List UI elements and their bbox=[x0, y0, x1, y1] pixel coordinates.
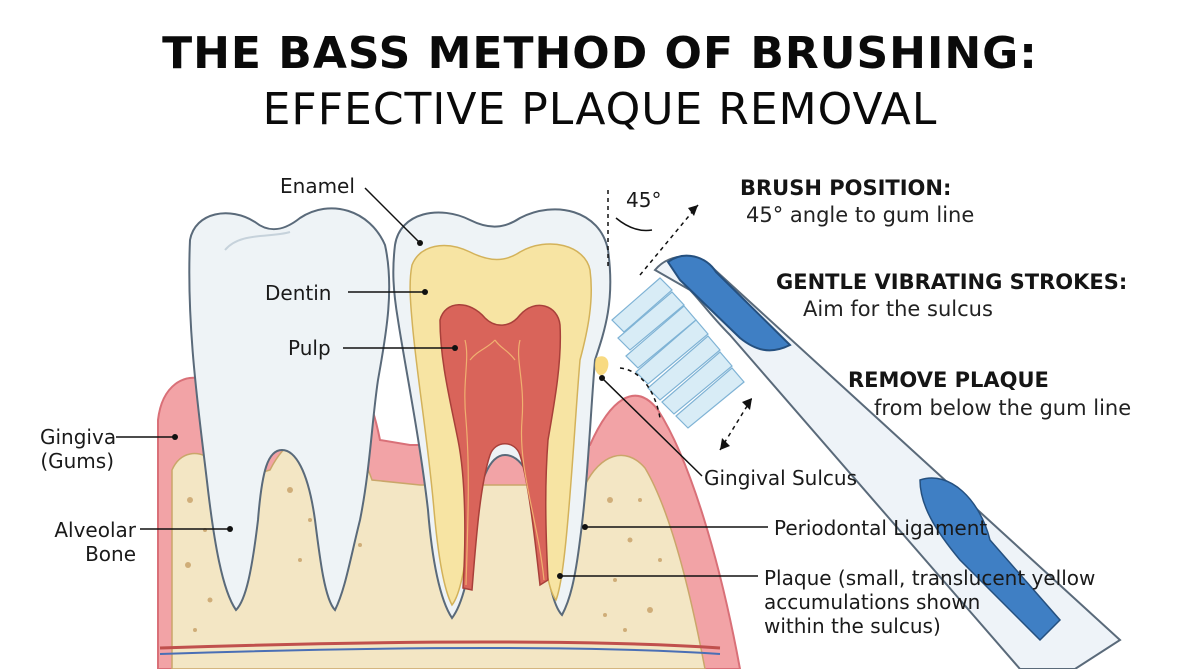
blood-vessel bbox=[159, 640, 721, 650]
pulp-vessels bbox=[464, 339, 545, 586]
bristles bbox=[611, 277, 745, 429]
label-periodontal-ligament: Periodontal Ligament bbox=[774, 516, 988, 540]
nerve-line bbox=[159, 647, 721, 655]
label-plaque-line3: within the sulcus) bbox=[764, 614, 941, 638]
brush-axis-line bbox=[639, 204, 699, 276]
toothbrush bbox=[611, 254, 1122, 669]
step-3-heading: REMOVE PLAQUE bbox=[848, 368, 1049, 392]
label-gingiva: Gingiva (Gums) bbox=[40, 425, 117, 473]
step-1-text: 45° angle to gum line bbox=[746, 203, 975, 227]
label-alveolar-bone: Alveolar Bone bbox=[40, 518, 136, 566]
pulp bbox=[439, 304, 562, 591]
label-gingiva-line2: (Gums) bbox=[40, 449, 114, 473]
label-alveolar-line1: Alveolar bbox=[54, 518, 136, 542]
plaque bbox=[594, 356, 609, 376]
label-dentin: Dentin bbox=[265, 281, 332, 305]
step-2-text: Aim for the sulcus bbox=[803, 297, 993, 321]
label-enamel: Enamel bbox=[280, 174, 355, 198]
label-gingival-sulcus: Gingival Sulcus bbox=[704, 466, 858, 490]
arrow-head bbox=[688, 205, 698, 216]
step-2-heading: GENTLE VIBRATING STROKES: bbox=[776, 270, 1128, 294]
label-pulp: Pulp bbox=[288, 336, 331, 360]
angle-label: 45° bbox=[626, 188, 662, 212]
stroke-arrow-head-down bbox=[720, 438, 730, 450]
label-alveolar-line2: Bone bbox=[85, 542, 136, 566]
step-3-text: from below the gum line bbox=[874, 396, 1132, 420]
leader-lines bbox=[116, 187, 768, 577]
label-plaque: Plaque (small, translucent yellow accumu… bbox=[764, 566, 1095, 638]
leader-dots bbox=[172, 240, 605, 579]
title-line-2: EFFECTIVE PLAQUE REMOVAL bbox=[262, 84, 938, 135]
stroke-arrow-head-up bbox=[742, 398, 752, 410]
left-tooth bbox=[188, 207, 391, 612]
label-plaque-line1: Plaque (small, translucent yellow bbox=[764, 566, 1096, 590]
step-1-heading: BRUSH POSITION: bbox=[740, 176, 952, 200]
angle-arc bbox=[615, 217, 653, 232]
label-gingiva-line1: Gingiva bbox=[40, 425, 117, 449]
enamel-highlight bbox=[224, 231, 291, 251]
title-line-1: THE BASS METHOD OF BRUSHING: bbox=[162, 28, 1038, 79]
label-plaque-line2: accumulations shown bbox=[764, 590, 981, 614]
